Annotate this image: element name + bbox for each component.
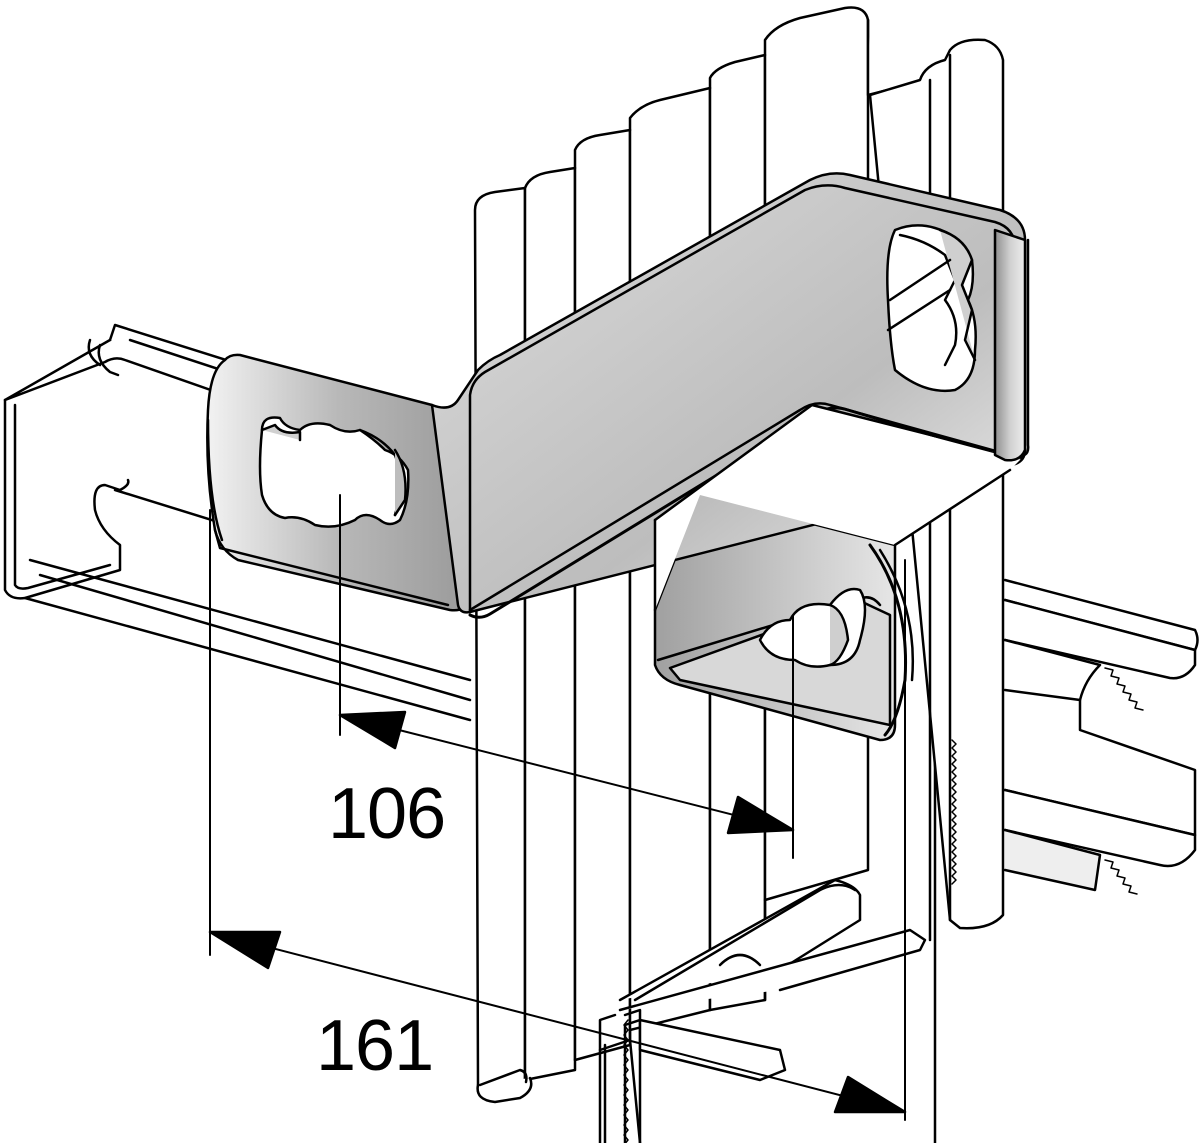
arrow-head-left xyxy=(338,710,407,750)
dimension-106 xyxy=(338,494,795,859)
bottom-strut-channel xyxy=(598,878,927,1148)
left-plate-slot xyxy=(258,416,410,528)
dimension-label-161: 161 xyxy=(316,1006,434,1086)
arrow-head-left xyxy=(208,930,282,970)
arrow-head-right xyxy=(833,1075,907,1114)
dimension-label-106: 106 xyxy=(328,774,446,854)
bracket xyxy=(206,172,1030,742)
lower-strut-channel xyxy=(1003,578,1199,895)
arrow-head-right xyxy=(726,795,795,835)
dimension-161 xyxy=(208,509,907,1121)
